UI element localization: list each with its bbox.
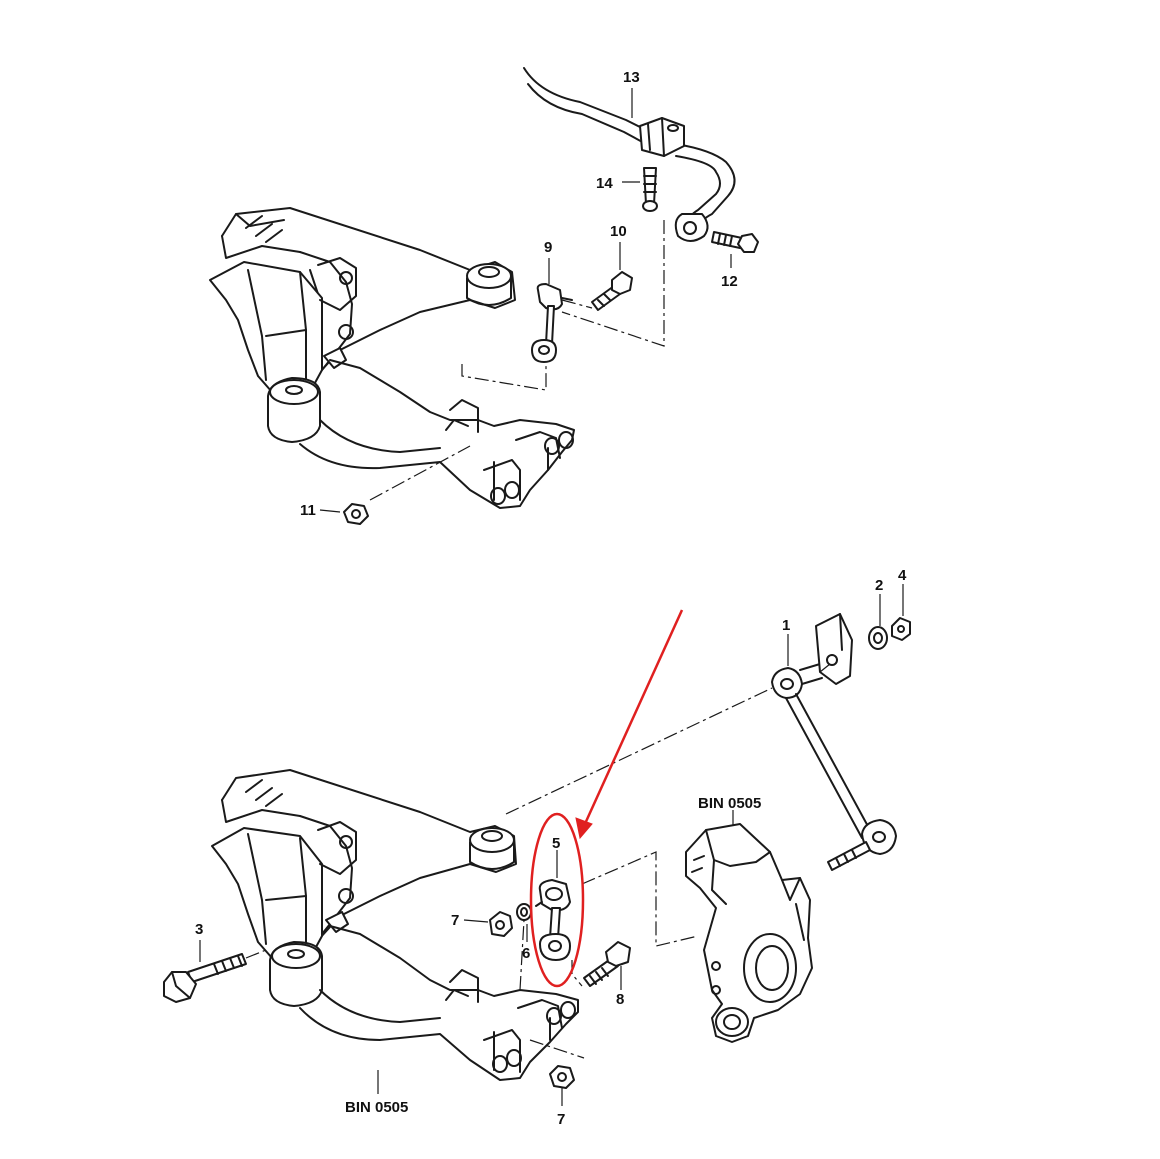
callout-14: 14 (596, 175, 613, 192)
top-assembly-lines (369, 220, 665, 501)
bottom-steering-knuckle (685, 823, 813, 1043)
callout-8: 8 (616, 991, 624, 1008)
top-assembly: 13 14 9 10 12 11 (209, 67, 759, 525)
callout-11: 11 (300, 502, 316, 519)
highlight-annotation (529, 609, 684, 988)
reference-bin-0505-knuckle: BIN 0505 (698, 795, 761, 812)
bottom-assembly-lines (245, 663, 831, 1059)
callout-1: 1 (782, 617, 790, 634)
callout-10: 10 (610, 223, 627, 240)
callout-7-upper: 7 (451, 912, 459, 929)
callout-5: 5 (552, 835, 560, 852)
reference-bin-0505-arm: BIN 0505 (345, 1099, 408, 1116)
bottom-tie-rod (771, 613, 911, 871)
top-stabilizer-bar (523, 67, 736, 242)
callout-2: 2 (875, 577, 883, 594)
callout-4: 4 (898, 567, 907, 584)
bottom-control-arm (269, 925, 579, 1081)
bottom-leaders (199, 584, 904, 1106)
bottom-bolt-3 (163, 953, 247, 1003)
highlight-arrow-head (575, 817, 593, 840)
callout-12: 12 (721, 273, 738, 290)
highlight-ellipse (529, 812, 585, 988)
bottom-subframe (211, 769, 517, 959)
top-leaders (319, 88, 732, 513)
top-subframe (209, 207, 516, 393)
top-hardware (343, 167, 759, 525)
callout-6: 6 (522, 945, 530, 962)
highlight-arrow-line (582, 609, 684, 827)
callout-7-lower: 7 (557, 1111, 565, 1128)
callout-13: 13 (623, 69, 640, 86)
callout-3: 3 (195, 921, 203, 938)
callout-9: 9 (544, 239, 552, 256)
bottom-assembly: 1 2 4 3 5 6 7 7 8 BIN 0505 BIN 0505 (163, 567, 911, 1128)
top-control-arm (267, 359, 575, 509)
